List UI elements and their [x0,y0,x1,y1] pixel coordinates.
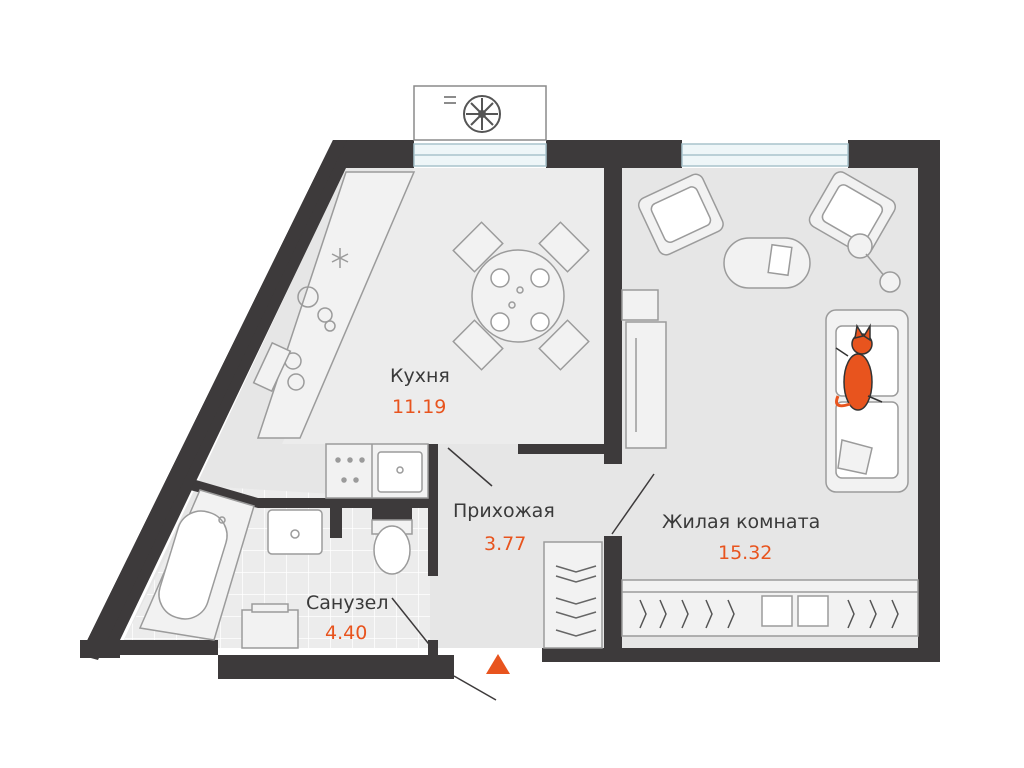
living-room-area: 15.32 [718,542,773,564]
stove-icon [252,341,305,393]
cat-icon [835,323,883,411]
living-wardrobe [621,579,919,637]
bathroom-sink [267,509,323,555]
kitchen-base-units [325,443,429,499]
ac-unit-icon [463,95,501,133]
armchairs [637,171,896,256]
bathroom-name: Санузел [306,592,389,614]
windows [413,143,849,167]
kitchen-counter [252,171,416,439]
bathroom-area: 4.40 [325,622,368,644]
hallway-wardrobe [543,541,603,649]
bathtub [138,489,255,641]
toilet [371,519,413,575]
hallway-name: Прихожая [453,500,555,522]
sink-icon [297,286,336,332]
outer-walls [80,140,940,679]
dining-table [452,221,590,371]
kitchen-area: 11.19 [392,396,447,418]
tv-cabinet [621,289,667,449]
coffee-table [723,237,811,289]
entrance-arrow-icon [486,654,510,674]
kitchen-name: Кухня [390,365,450,387]
doors [391,447,655,701]
living-room-name: Жилая комната [662,511,821,533]
hood-icon [331,248,349,268]
floor-lamp [847,233,901,293]
kitchen-floor-light [282,168,604,444]
ac-unit [413,85,547,141]
interior-walls [190,168,622,662]
washing-machine [241,603,299,649]
hallway-area: 3.77 [484,533,527,555]
